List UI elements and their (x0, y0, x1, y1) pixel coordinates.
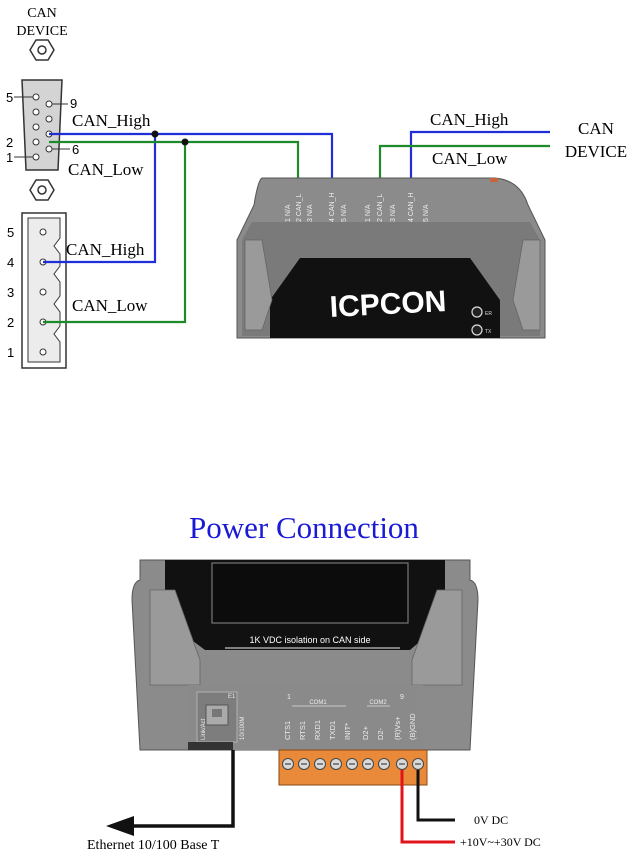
db9-pin-5-label: 5 (6, 90, 13, 105)
terminal-pin-rxd1: RXD1 (313, 720, 322, 740)
ethernet-label: Ethernet 10/100 Base T (87, 838, 220, 853)
module-pin-label-left-4: 4 CAN_H (329, 192, 336, 222)
terminal-pin-txd1: TXD1 (328, 721, 337, 740)
db9-pin-9-label: 9 (70, 96, 77, 111)
power-voltage-label: +10V~+30V DC (460, 835, 541, 849)
db9-connector (21, 39, 63, 201)
power-terminal-block (278, 749, 428, 786)
right-can-low-label: CAN_Low (432, 149, 508, 168)
right-can-high-wire (409, 130, 550, 180)
terminal-pin-d2-plus: D2+ (361, 725, 370, 740)
module-pin-label-right-3: 3 N/A (390, 204, 397, 222)
terminal-can-low-label: CAN_Low (72, 296, 148, 315)
module-pin-label-left-5: 5 N/A (341, 204, 348, 222)
terminal-pin-5: 5 (7, 225, 14, 240)
terminal-pin-d2-minus: D2- (376, 727, 385, 740)
com1-label: COM1 (309, 700, 327, 706)
pin-one-label: 1 (287, 694, 291, 701)
right-device-label-line1: CAN (578, 119, 614, 138)
module-pin-label-right-5: 5 N/A (423, 204, 430, 222)
ethernet-port (188, 691, 238, 750)
hex-nut-icon-top (29, 39, 55, 61)
ethernet-speed-label: 10/100M (240, 717, 246, 740)
terminal-pin-4: 4 (7, 255, 14, 270)
db9-pin-1-label: 1 (6, 150, 13, 165)
left-device-label-line2: DEVICE (16, 24, 67, 39)
gnd-wire (416, 770, 455, 822)
right-device-label-line2: DEVICE (565, 142, 627, 161)
terminal-block-5pin (21, 212, 67, 369)
module-pin-label-left-3: 3 N/A (307, 204, 314, 222)
terminal-pin-rts1: RTS1 (298, 721, 307, 740)
terminal-pin-vs-plus: (R)Vs+ (393, 716, 402, 740)
led-label-er: ER (485, 311, 492, 317)
hex-nut-icon-bottom (29, 179, 55, 201)
power-wire (400, 770, 455, 844)
module-pin-label-right-2: 2 CAN_L (377, 193, 384, 222)
com2-label: COM2 (369, 700, 387, 706)
module-pin-label-right-4: 4 CAN_H (408, 192, 415, 222)
terminal-can-high-label: CAN_High (66, 240, 145, 259)
icpcon-logo: ICPCON (329, 285, 447, 324)
terminal-pin-init: INIT* (343, 723, 352, 740)
ethernet-cable (130, 750, 235, 828)
terminal-pin-1: 1 (7, 345, 14, 360)
terminal-pin-cts1: CTS1 (283, 721, 292, 740)
pin-nine-label: 9 (400, 694, 404, 701)
power-connection-title: Power Connection (189, 510, 419, 545)
can-low-wire (43, 140, 300, 324)
led-label-tx: TX (485, 329, 492, 335)
right-can-low-wire (378, 144, 550, 180)
icpcon-module-top: ICPCON ER TX (236, 177, 546, 339)
module-pin-label-right-1: 1 N/A (365, 204, 372, 222)
ethernet-e1-label: E1 (228, 694, 236, 700)
module-pin-label-left-2: 2 CAN_L (296, 193, 303, 222)
terminal-pin-3: 3 (7, 285, 14, 300)
right-can-high-label: CAN_High (430, 110, 509, 129)
module-pin-label-left-1: 1 N/A (285, 204, 292, 222)
junction-dot-low (181, 138, 189, 146)
zero-volt-label: 0V DC (474, 813, 508, 827)
can-high-wire (43, 132, 334, 264)
isolation-label: 1K VDC isolation on CAN side (249, 635, 370, 645)
terminal-pin-gnd: (B)GND (408, 713, 417, 740)
db9-can-high-label: CAN_High (72, 111, 151, 130)
db9-pin-2-label: 2 (6, 135, 13, 150)
left-device-label-line1: CAN (27, 6, 57, 21)
db9-can-low-label: CAN_Low (68, 160, 144, 179)
ethernet-link-label: Link/Act (201, 718, 207, 740)
junction-dot-high (151, 130, 159, 138)
arrow-left-icon (106, 816, 134, 836)
db9-pin-6-label: 6 (72, 142, 79, 157)
terminal-pin-2: 2 (7, 315, 14, 330)
